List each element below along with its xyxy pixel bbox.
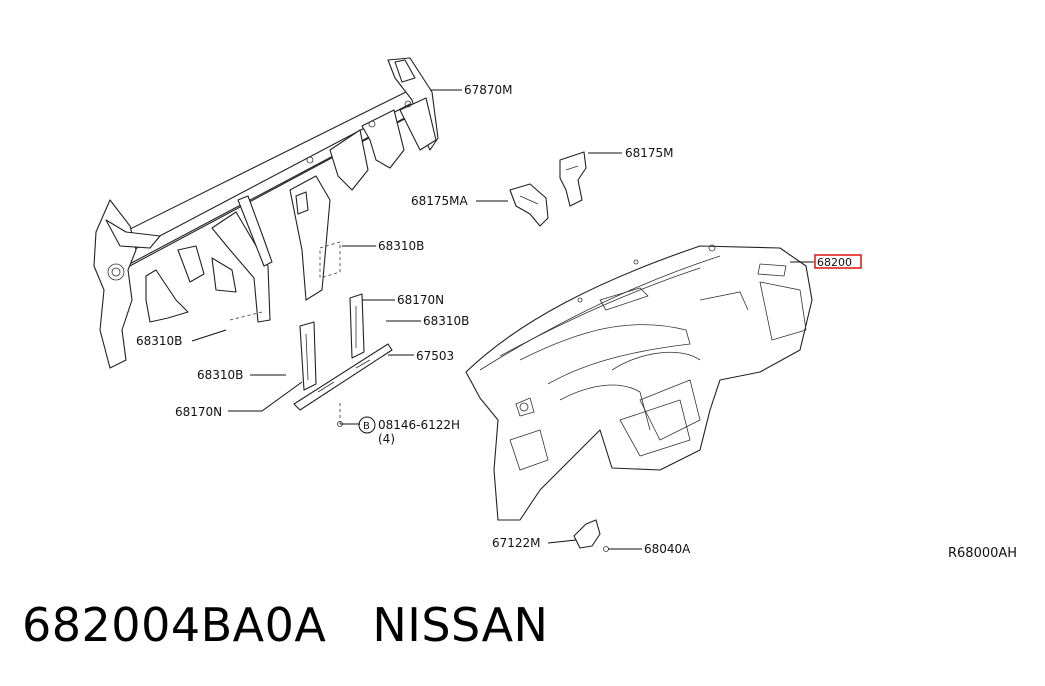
callout-68200-highlight: 68200 [814,254,862,269]
callout-68040a: 68040A [644,542,691,556]
bracket-68175m [559,151,587,207]
steering-member-assembly [93,57,439,369]
bracket-68175ma [509,183,549,227]
brand-name: NISSAN [372,598,549,652]
callout-68310b-a: 68310B [378,239,424,253]
callout-08146-qty: (4) [378,432,395,446]
callout-68170n-b: 68170N [175,405,222,419]
callout-67870m: 67870M [464,83,513,97]
callout-68310b-b: 68310B [423,314,469,328]
callout-68170n-a: 68170N [397,293,444,307]
callout-68175m: 68175M [625,146,674,160]
bracket-67122m [573,519,609,552]
part-number: 682004BA0A [22,598,327,652]
bracket-68170n-lower [299,321,317,391]
callout-08146-6122h: 08146-6122H [378,418,460,432]
callout-67122m: 67122M [492,536,541,550]
callout-68175ma: 68175MA [411,194,469,208]
bolt-callout: B [358,416,376,434]
callout-68310b-c: 68310B [136,334,182,348]
parts-diagram: 67870M 68175M 68175MA 68310B 68170N 6831… [93,57,1017,561]
bracket-68170n-upper [349,293,365,359]
leader-lines [191,89,814,550]
callout-68200: 68200 [817,256,852,269]
footer-part-info: 682004BA0A NISSAN [22,598,594,652]
bolt-symbol: B [363,421,370,432]
callout-67503: 67503 [416,349,454,363]
diagram-code: R68000AH [948,546,1017,561]
instrument-panel-68200 [465,244,813,521]
callout-68310b-d: 68310B [197,368,243,382]
